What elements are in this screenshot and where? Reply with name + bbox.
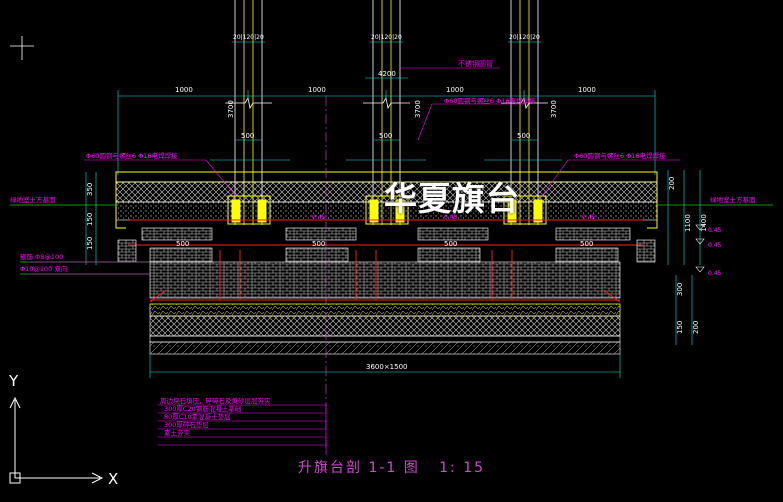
right-lower-3: 200 [692,321,700,334]
weld-note-right: Φ60圆钢与螺丝6 Φ16电焊焊接 [574,151,666,160]
right-height-1: 200 [668,177,676,190]
dim-span-1: 1000 [175,86,193,94]
left-height-1: 350 [86,183,94,196]
rebar-label-2: Φ10@100 双向 [20,264,67,273]
pole-top-dim-center: 20|120|20 [371,34,402,41]
lower-rebar [149,250,621,303]
pole-sleeves [227,195,547,225]
level-label-2: 0.45 [444,214,458,221]
left-height-2: 150 [86,213,94,226]
level-label-4: 0.45 [708,227,722,234]
pole-break-marks [225,96,548,110]
legend-line-3: 80厚C10素混凝土垫层 [164,412,231,421]
overall-dimension [149,354,621,378]
lower-width-4: 500 [580,240,593,248]
dim-span-3: 1000 [446,86,464,94]
pole-base-width-center: 500 [379,132,392,140]
legend-line-1: 周边块石填压，碎碎石及黄砂层层夯实 [160,396,271,405]
lower-width-2: 500 [312,240,325,248]
legend-line-5: 素土夯实 [164,428,191,437]
dim-span-4: 1000 [578,86,596,94]
right-lower-2: 150 [676,321,684,334]
weld-note-center: Φ60圆钢与螺丝6 Φ16电焊焊接 [444,96,536,105]
center-top-dim: 4200 [378,70,396,78]
top-rebar [130,219,643,246]
pole-top-dim-left: 20|120|20 [233,34,264,41]
ucs-x-label: X [108,470,118,488]
stainless-pipe-label: 不锈钢圆管 [458,59,493,68]
level-label-6: 0.45 [708,270,722,277]
drawing-scale: 1: 15 [439,460,486,476]
drawing-title: 升旗台剖 1-1 图 1: 15 [298,457,485,477]
right-vertical-dims [667,170,701,345]
level-label-1: 0.45 [312,214,326,221]
ground-label-left: 绿地室土方基面 [10,195,56,204]
cursor-crosshair [10,36,34,60]
level-label-3: 0.45 [582,214,596,221]
watermark-text: 华夏旗台 [384,179,520,218]
pole-height-center: 3700 [414,100,422,118]
level-label-5: 0.45 [708,242,722,249]
ground-label-right: 绿地室土方基面 [710,195,756,204]
right-lower-1: 300 [676,283,684,296]
span-dimension-line [117,90,656,175]
lower-walls [117,239,656,299]
pole-height-left: 3700 [227,100,235,118]
pole-height-right: 3700 [550,100,558,118]
ucs-icon [9,396,104,484]
legend-line-2: 300厚C20钢筋混凝土基础 [164,404,242,413]
lower-width-3: 500 [444,240,457,248]
left-height-3: 150 [86,237,94,250]
legend-line-4: 300厚碎石垫层 [164,420,209,429]
level-markers [695,224,705,273]
dim-span-2: 1000 [308,86,326,94]
ucs-y-label: Y [8,372,19,390]
pole-base-width-right: 500 [517,132,530,140]
right-height-2: 1100 [684,214,692,232]
foundation-layers [149,303,621,355]
rebar-label-1: 箍筋 Φ8@100 [20,252,63,261]
pole-top-dimensions [232,41,541,79]
overall-dimension-label: 3600×1500 [366,363,408,371]
pole-base-width-left: 500 [241,132,254,140]
leader-lines [30,67,680,455]
drawing-title-text: 升旗台剖 1-1 图 [298,460,420,476]
pole-top-dim-right: 20|120|20 [509,34,540,41]
right-height-3: 1400 [700,214,708,232]
left-vertical-dims [85,172,97,265]
lower-width-1: 500 [176,240,189,248]
weld-note-left: Φ60圆钢与螺丝6 Φ16电焊焊接 [86,151,178,160]
platform-cap [115,171,658,241]
